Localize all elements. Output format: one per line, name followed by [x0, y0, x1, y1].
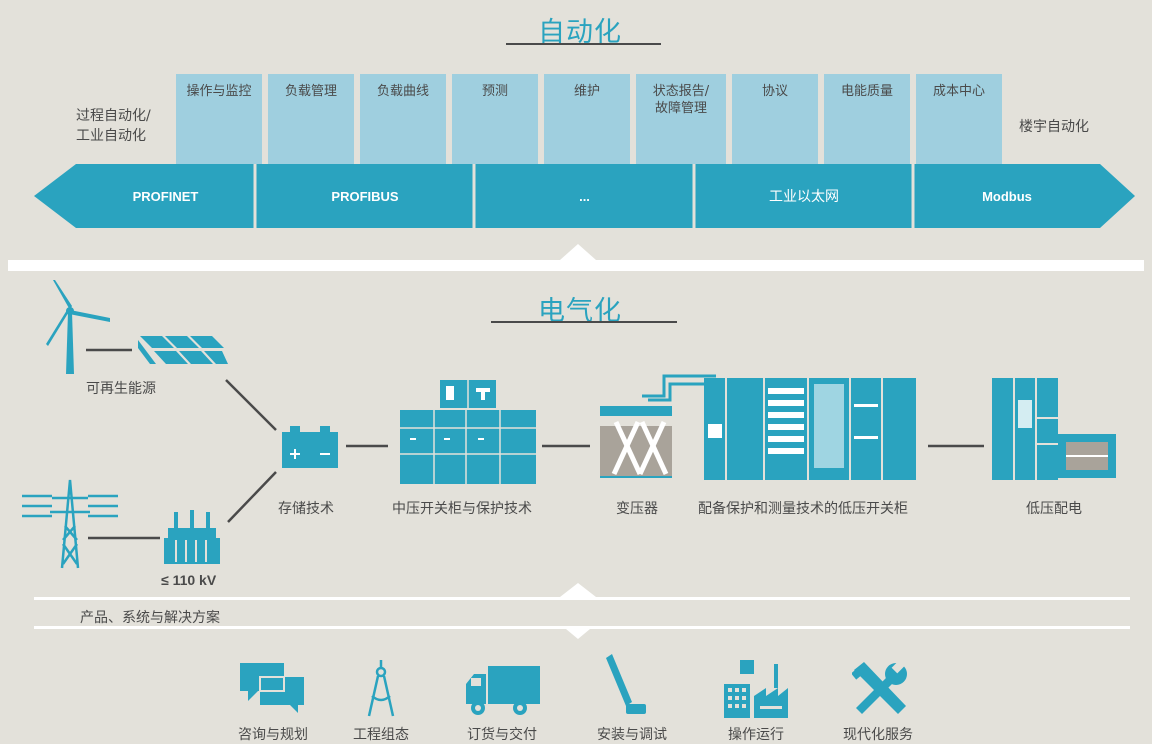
- transformer-label: 变压器: [616, 501, 658, 517]
- factory-icon: [724, 660, 788, 718]
- mgmt-forecast: 预测: [452, 74, 538, 164]
- mgmt-cost-center: 成本中心: [916, 74, 1002, 164]
- service-installation-label: 安装与调试: [597, 727, 667, 743]
- protocol-modbus: Modbus: [982, 188, 1032, 204]
- process-automation-label: 过程自动化/ 工业自动化: [76, 108, 151, 144]
- products-divider: [34, 583, 1130, 639]
- automation-title: 自动化: [538, 17, 622, 48]
- products-label: 产品、系统与解决方案: [80, 610, 220, 626]
- protocol-profinet: PROFINET: [132, 188, 199, 204]
- tools-icon: [852, 662, 907, 714]
- protocol-other: ...: [579, 188, 590, 204]
- solar-panel-icon: [138, 336, 228, 364]
- protocol-arrow-bar: [34, 164, 1135, 228]
- service-engineering-label: 工程组态: [353, 727, 409, 743]
- mgmt-load-management: 负载管理: [268, 74, 354, 164]
- wind-turbine-icon: [46, 280, 110, 374]
- battery-storage-icon: [282, 426, 338, 468]
- hv-transformer-icon: [164, 510, 220, 564]
- lv-distribution-label: 低压配电: [1026, 501, 1082, 517]
- service-delivery-label: 订货与交付: [467, 727, 537, 743]
- transmission-tower-icon: [22, 479, 118, 569]
- automation-title-underline: [506, 43, 661, 45]
- mv-switchgear-icon: [400, 380, 536, 484]
- truck-icon: [466, 666, 540, 715]
- mgmt-load-curve: 负载曲线: [360, 74, 446, 164]
- lv-distribution-icon: [992, 378, 1116, 480]
- installation-tool-icon: [606, 654, 646, 714]
- lv-switchgear-label: 配备保护和测量技术的低压开关柜: [698, 501, 908, 517]
- electrification-title-underline: [491, 321, 677, 323]
- compass-icon: [367, 660, 395, 717]
- mgmt-maintenance: 维护: [544, 74, 630, 164]
- service-consulting-label: 咨询与规划: [238, 727, 308, 743]
- grid-voltage-label: ≤ 110 kV: [161, 572, 217, 588]
- service-operation-label: 操作运行: [728, 727, 784, 743]
- mgmt-protocol: 协议: [732, 74, 818, 164]
- section-divider: [8, 244, 1144, 271]
- storage-label: 存储技术: [278, 501, 334, 517]
- electrification-connectors: [86, 348, 984, 540]
- transformer-icon: [600, 374, 716, 478]
- mgmt-status-report: 状态报告/ 故障管理: [636, 74, 726, 164]
- mgmt-operation-monitoring: 操作与监控: [176, 74, 262, 164]
- mgmt-power-quality: 电能质量: [824, 74, 910, 164]
- lv-switchgear-icon: [704, 378, 916, 480]
- renewables-label: 可再生能源: [86, 381, 156, 397]
- building-automation-label: 楼宇自动化: [1019, 119, 1089, 135]
- mv-switchgear-label: 中压开关柜与保护技术: [392, 501, 532, 517]
- service-modernization-label: 现代化服务: [843, 727, 913, 743]
- chat-bubbles-icon: [240, 663, 304, 713]
- protocol-profibus: PROFIBUS: [331, 188, 399, 204]
- protocol-industrial-ethernet: 工业以太网: [769, 188, 839, 204]
